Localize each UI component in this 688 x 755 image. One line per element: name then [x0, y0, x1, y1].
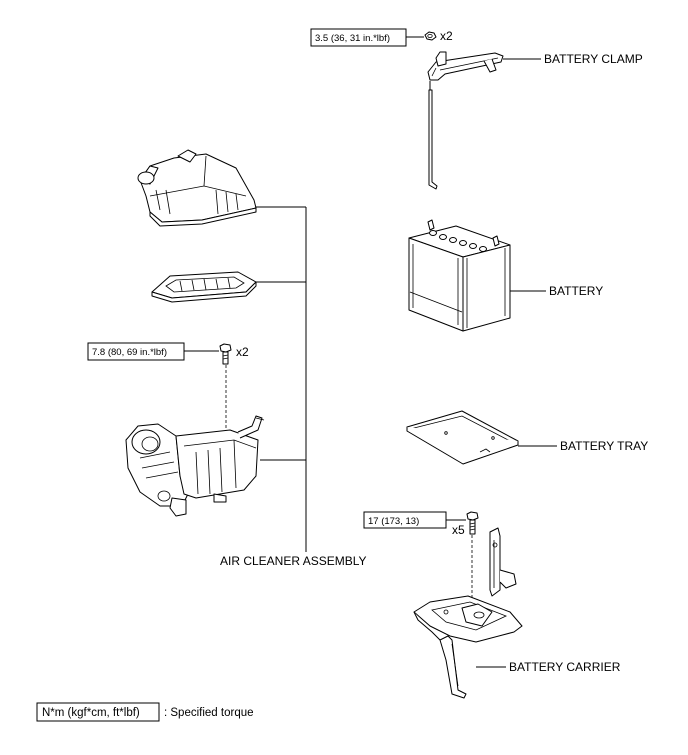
- qty-air-cleaner-bolt: x2: [236, 345, 249, 359]
- label-battery-tray: BATTERY TRAY: [560, 439, 648, 453]
- torque-value-clamp: 3.5 (36, 31 in.*lbf): [315, 33, 390, 44]
- battery-tray-part: [406, 410, 519, 465]
- label-battery-carrier: BATTERY CARRIER: [509, 660, 621, 674]
- bolt-icon: [466, 511, 479, 535]
- legend-box: [36, 702, 160, 722]
- torque-value-carrier: 17 (173, 13): [368, 516, 419, 527]
- qty-clamp-nut: x2: [440, 29, 453, 43]
- torque-callout-carrier: 17 (173, 13): [363, 511, 466, 529]
- legend-description: : Specified torque: [164, 707, 254, 719]
- bolt-icon: [219, 343, 232, 365]
- label-battery: BATTERY: [549, 284, 603, 298]
- label-air-cleaner-assembly: AIR CLEANER ASSEMBLY: [220, 554, 367, 568]
- torque-callout-air-cleaner: 7.8 (80, 69 in.*lbf): [87, 342, 219, 361]
- legend: N*m (kgf*cm, ft*lbf) : Specified torque: [36, 702, 254, 722]
- air-cleaner-lower-case: [125, 415, 265, 517]
- label-battery-clamp: BATTERY CLAMP: [544, 52, 643, 66]
- air-cleaner-filter: [151, 271, 257, 303]
- nut-icon: [424, 31, 437, 41]
- torque-value-air-cleaner: 7.8 (80, 69 in.*lbf): [92, 347, 167, 358]
- battery-clamp-part: [427, 51, 504, 190]
- air-cleaner-upper-case: [137, 149, 257, 227]
- torque-callout-clamp: 3.5 (36, 31 in.*lbf): [310, 28, 424, 47]
- battery-part: [408, 219, 511, 332]
- qty-carrier-bolt: x5: [452, 523, 465, 537]
- battery-carrier-part: [413, 527, 523, 699]
- legend-unit: N*m (kgf*cm, ft*lbf): [42, 707, 140, 719]
- air-cleaner-bracket: [256, 206, 307, 552]
